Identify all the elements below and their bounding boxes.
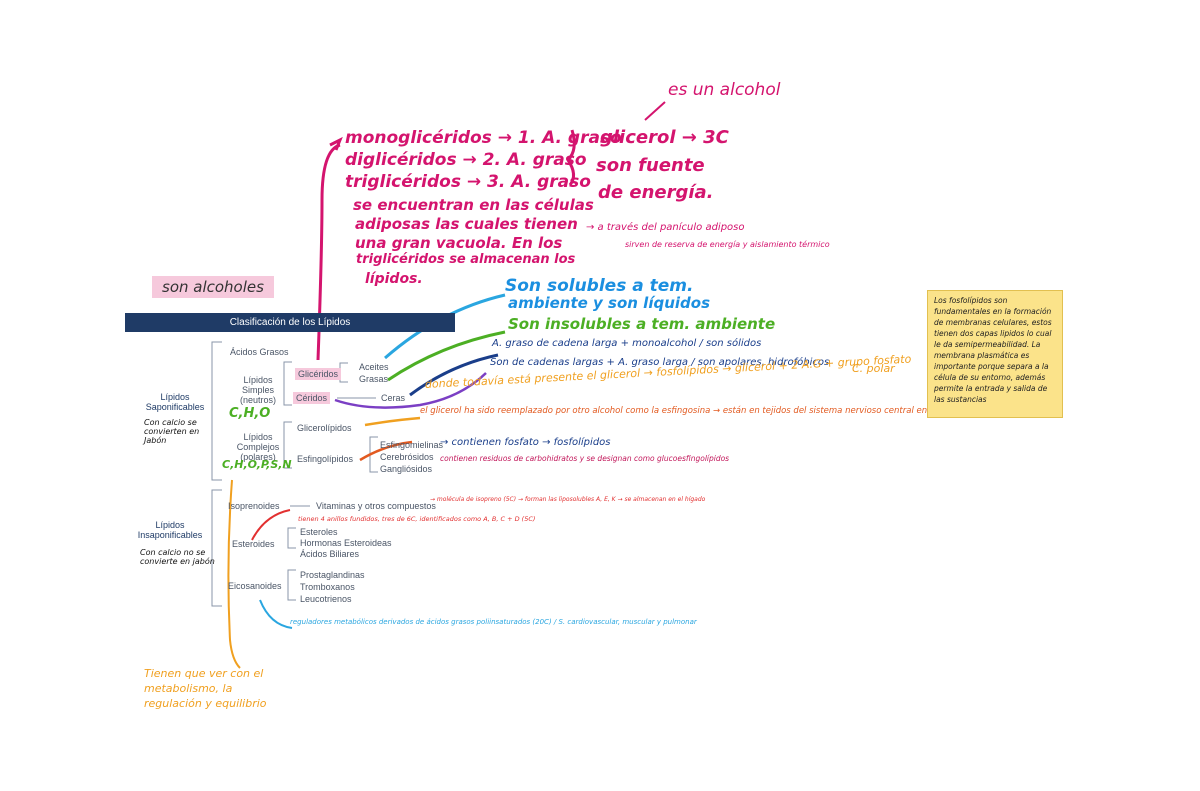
esteroides-note: tienen 4 anillos fundidos, tres de 6C, i… <box>298 515 536 523</box>
eicosanoides: Eicosanoides <box>228 581 282 591</box>
vitaminas: Vitaminas y otros compuestos <box>316 501 436 511</box>
celulas-note-5: lípidos. <box>365 271 423 287</box>
insolubles-note: Son insolubles a tem. ambiente <box>508 315 776 333</box>
lipidos-simples: Lípidos Simples (neutros) <box>239 375 276 405</box>
leucotrienos: Leucotrienos <box>300 594 352 604</box>
solubles-note-2: ambiente y son líquidos <box>508 294 710 312</box>
celulas-note-2: adiposas las cuales tienen <box>355 215 578 233</box>
es-un-alcohol-note: es un alcohol <box>668 80 781 100</box>
gangliosidos: Gangliósidos <box>380 464 433 474</box>
acidos-biliares: Ácidos Biliares <box>300 549 360 559</box>
tromboxanos: Tromboxanos <box>300 582 355 592</box>
esteroides: Esteroides <box>232 539 275 549</box>
trigliceridos-note: triglicéridos → 3. A. graso <box>345 172 591 192</box>
ceras: Ceras <box>381 393 406 403</box>
esteroles: Esteroles <box>300 527 338 537</box>
celulas-note-4: triglicéridos se almacenan los <box>356 252 576 267</box>
esfingomielinas: Esfingomielinas <box>380 440 444 450</box>
isoprenoides: Isoprenoides <box>228 501 280 511</box>
eicosanoides-note: reguladores metabólicos derivados de áci… <box>290 618 697 626</box>
lipidos-complejos: Lípidos Complejos (polares) <box>236 432 280 462</box>
chops-note: C,H,O,P,S,N <box>222 458 292 471</box>
cho-note: C,H,O <box>229 406 271 421</box>
fuente-note-2: de energía. <box>598 182 714 203</box>
residuos-note: contienen residuos de carbohidratos y se… <box>440 454 730 463</box>
sticky-note: Los fosfolípidos son fundamentales en la… <box>927 290 1063 418</box>
calcio-insap-note: Con calcio no se convierte en jabón <box>140 548 215 566</box>
reserva-note: sirven de reserva de energía y aislamien… <box>625 240 830 249</box>
glicerolipidos: Glicerolípidos <box>297 423 352 433</box>
paniculo-note: → a través del panículo adiposo <box>586 222 745 233</box>
celulas-note-3: una gran vacuola. En los <box>355 234 563 252</box>
son-alcoholes-note: son alcoholes <box>152 276 274 298</box>
acidos-grasos: Ácidos Grasos <box>230 347 289 357</box>
cerebrosidos: Cerebrósidos <box>380 452 434 462</box>
agraso-note: A. graso de cadena larga + monoalcohol /… <box>492 338 762 349</box>
reemplazado-note: el glicerol ha sido reemplazado por otro… <box>420 406 972 416</box>
solubles-note-1: Son solubles a tem. <box>505 276 694 296</box>
grasas: Grasas <box>359 374 389 384</box>
esfingolipidos: Esfingolípidos <box>297 454 354 464</box>
calcio-sap-note: Con calcio se convierten en Jabón <box>144 418 200 445</box>
prostaglandinas: Prostaglandinas <box>300 570 365 580</box>
saponificables-label: Lípidos Saponificables <box>145 392 205 412</box>
digliceridos-note: diglicéridos → 2. A. graso <box>345 150 587 170</box>
tienen-note: Tienen que ver con el metabolismo, la re… <box>144 667 267 710</box>
insaponificables-label: Lípidos Insaponificables <box>137 520 203 540</box>
gliceridos: Glicéridos <box>295 368 342 380</box>
cadenas-note: Son de cadenas largas + A. graso larga /… <box>490 357 830 368</box>
ceridos: Céridos <box>293 392 331 404</box>
hormonas-esteroideas: Hormonas Esteroideas <box>300 538 392 548</box>
fuente-note-1: son fuente <box>596 155 705 176</box>
glicerol-note: glicerol → 3C <box>600 127 729 148</box>
cpolar-note: C. polar <box>852 362 895 375</box>
monogliceridos-note: monoglicéridos → 1. A. graso <box>345 128 622 148</box>
aceites: Aceites <box>359 362 389 372</box>
table-header: Clasificación de los Lípidos <box>125 313 455 332</box>
celulas-note-1: se encuentran en las células <box>353 196 594 214</box>
vitaminas-note: → molécula de isopreno (5C) → forman las… <box>430 496 706 503</box>
contienen-note: → contienen fosfato → fosfolípidos <box>440 437 611 448</box>
